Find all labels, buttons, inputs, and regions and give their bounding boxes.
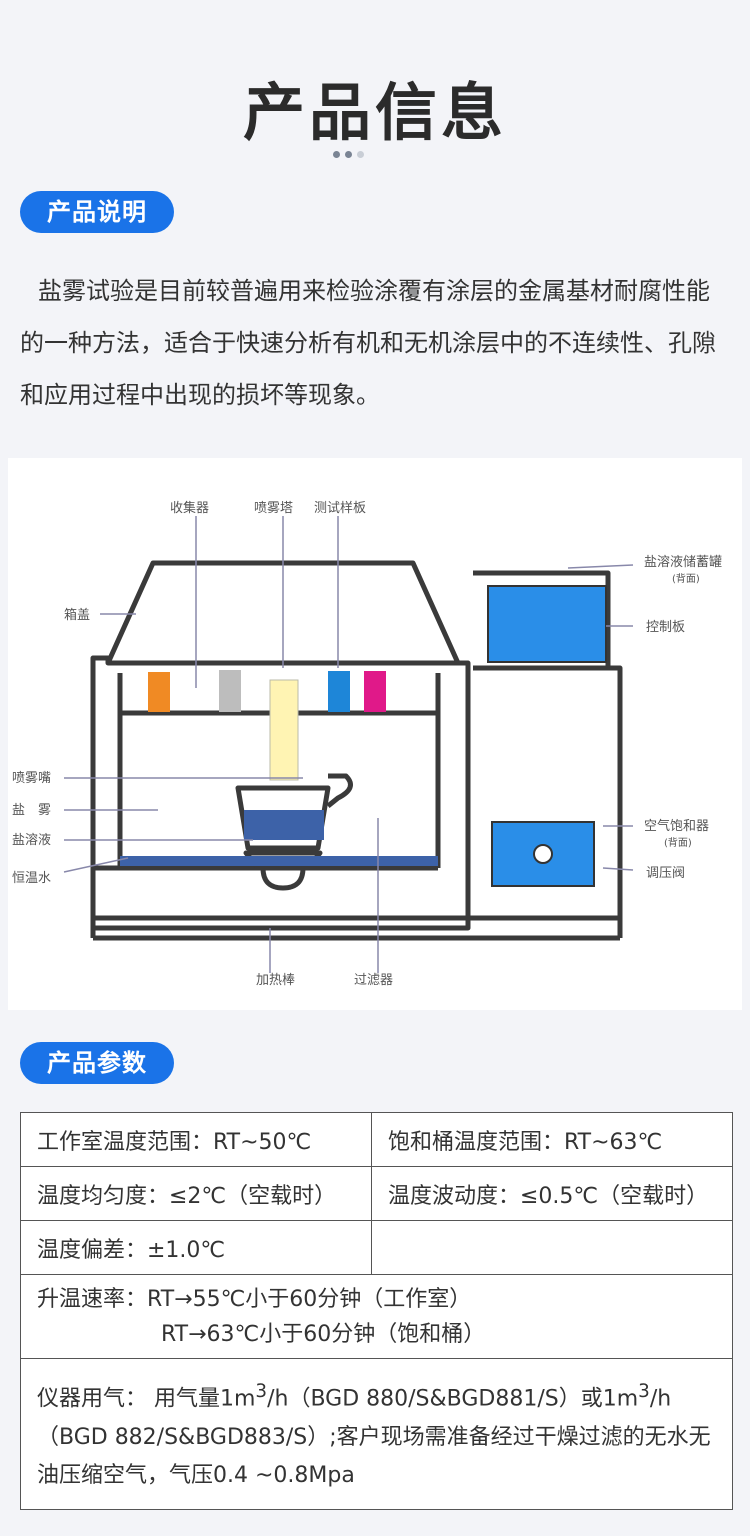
label-salt-fog: 盐 雾 — [12, 803, 51, 818]
parameters-table: 工作室温度范围：RT~50℃ 饱和桶温度范围：RT~63℃ 温度均匀度：≤2℃（… — [20, 1112, 733, 1510]
param-gas-supply: 仪器用气： 用气量1m3/h（BGD 880/S&BGD881/S）或1m3/h… — [20, 1358, 733, 1510]
table-row: 升温速率：RT→55℃小于60分钟（工作室） RT→63℃小于60分钟（饱和桶） — [20, 1274, 733, 1359]
label-heater: 加热棒 — [256, 973, 295, 988]
label-nozzle: 喷雾嘴 — [12, 771, 51, 786]
gas-sup-1: 3 — [255, 1381, 268, 1403]
label-reservoir-note: (背面) — [672, 572, 700, 585]
label-lid: 箱盖 — [64, 607, 90, 623]
label-constant-water: 恒温水 — [12, 871, 51, 886]
heating-line2: RT→63℃小于60分钟（饱和桶） — [161, 1321, 486, 1347]
table-row: 温度偏差：±1.0℃ — [20, 1220, 733, 1275]
param-uniformity: 温度均匀度：≤2℃（空载时） — [20, 1166, 372, 1221]
dot — [357, 151, 364, 158]
param-heating-rate: 升温速率：RT→55℃小于60分钟（工作室） RT→63℃小于60分钟（饱和桶） — [20, 1274, 733, 1359]
param-saturator-temp: 饱和桶温度范围：RT~63℃ — [371, 1112, 733, 1167]
gas-text-b: /h（BGD 880/S&BGD881/S）或1m — [267, 1386, 639, 1412]
label-saturator: 空气饱和器 — [644, 818, 709, 834]
dot — [345, 151, 352, 158]
diagram-svg: 收集器 喷雾塔 测试样板 箱盖 盐溶液储蓄罐 (背面) 控制板 喷雾嘴 盐 雾 … — [12, 500, 722, 988]
param-fluctuation: 温度波动度：≤0.5℃（空载时） — [371, 1166, 733, 1221]
label-reservoir: 盐溶液储蓄罐 — [644, 555, 722, 570]
table-row: 仪器用气： 用气量1m3/h（BGD 880/S&BGD881/S）或1m3/h… — [20, 1358, 733, 1510]
gas-text-c: /h（BGD 882/S&BGD883/S）;客户现场需准备经过干燥过滤的无水无… — [37, 1386, 711, 1488]
label-filter: 过滤器 — [354, 973, 393, 988]
carousel-dots — [333, 151, 364, 158]
param-empty-cell — [371, 1220, 733, 1275]
section-label-description: 产品说明 — [20, 191, 174, 233]
heating-label: 升温速率： — [37, 1286, 148, 1312]
param-deviation: 温度偏差：±1.0℃ — [20, 1220, 372, 1275]
table-row: 工作室温度范围：RT~50℃ 饱和桶温度范围：RT~63℃ — [20, 1112, 733, 1167]
page-title: 产品信息 — [242, 76, 507, 149]
intro-paragraph: 盐雾试验是目前较普遍用来检验涂覆有涂层的金属基材耐腐性能的一种方法，适合于快速分… — [20, 277, 716, 409]
label-regulator: 调压阀 — [646, 866, 685, 881]
label-collector: 收集器 — [170, 500, 209, 516]
label-salt-solution: 盐溶液 — [12, 833, 51, 848]
salt-spray-diagram: 收集器 喷雾塔 测试样板 箱盖 盐溶液储蓄罐 (背面) 控制板 喷雾嘴 盐 雾 … — [8, 458, 742, 1010]
table-row: 温度均匀度：≤2℃（空载时） 温度波动度：≤0.5℃（空载时） — [20, 1166, 733, 1221]
label-control-panel: 控制板 — [646, 620, 685, 635]
dot — [333, 151, 340, 158]
gas-sup-2: 3 — [638, 1381, 650, 1403]
heating-line1: RT→55℃小于60分钟（工作室） — [147, 1286, 472, 1312]
gas-text-a: 仪器用气： 用气量1m — [37, 1386, 256, 1412]
label-test-panel: 测试样板 — [314, 501, 366, 516]
label-saturator-note: (背面) — [664, 836, 692, 849]
param-chamber-temp: 工作室温度范围：RT~50℃ — [20, 1112, 372, 1167]
label-spray-tower: 喷雾塔 — [254, 501, 293, 516]
section-label-parameters: 产品参数 — [20, 1042, 174, 1084]
